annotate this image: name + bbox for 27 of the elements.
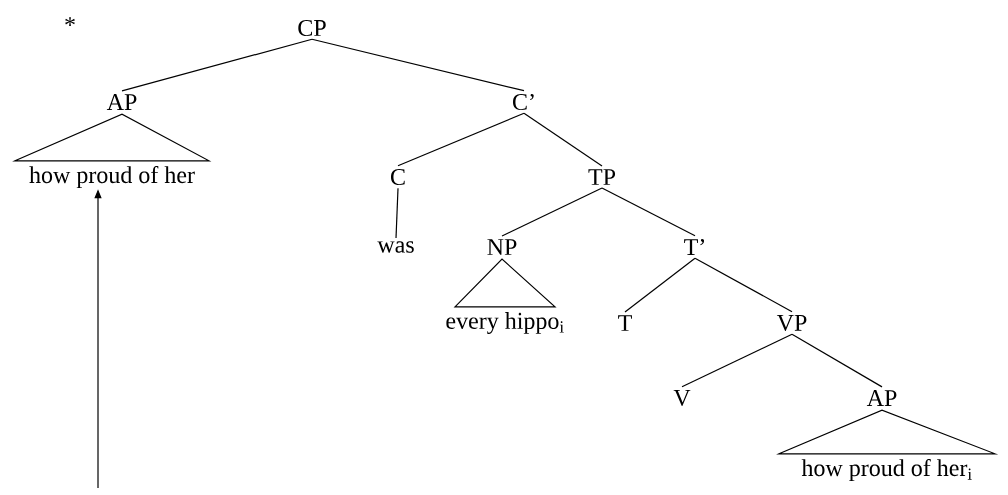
branch-line	[397, 112, 525, 167]
ungrammatical-mark: *	[65, 17, 75, 26]
node-label: V	[673, 389, 691, 407]
node-label: AP	[106, 94, 137, 110]
node-label: C	[391, 168, 405, 186]
phrase-text: how proud of her	[29, 166, 195, 188]
node-label: CP	[298, 19, 326, 37]
branch-line	[311, 38, 525, 92]
node-label: TP	[588, 169, 616, 185]
branch-line	[624, 257, 696, 313]
phrase-text: every hippo$_{i}$	[446, 312, 564, 334]
node-label: was	[377, 241, 414, 253]
branch-line	[121, 38, 313, 92]
branch-line	[694, 257, 793, 313]
node-label: T’	[684, 239, 705, 255]
branch-line	[395, 187, 399, 239]
branch-line	[501, 187, 603, 237]
branch-line	[791, 333, 883, 388]
node-label: AP	[866, 390, 897, 406]
branch-line	[681, 333, 793, 388]
node-label: C’	[513, 93, 534, 111]
node-label: NP	[487, 239, 517, 255]
branch-line	[523, 112, 603, 167]
node-label: VP	[776, 314, 807, 332]
phrase-text: how proud of her$_{i}$	[801, 459, 972, 481]
node-label: T	[618, 315, 632, 331]
branch-line	[601, 187, 696, 237]
